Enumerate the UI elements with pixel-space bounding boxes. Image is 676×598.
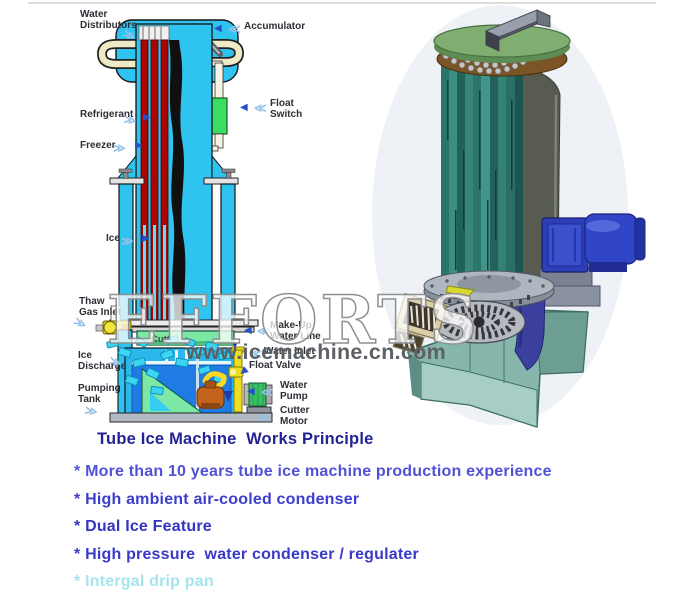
- arrow-left-icon: ◀: [247, 386, 255, 397]
- chevrons-left-icon: ≪: [257, 324, 270, 338]
- feature-item: * High pressure water condenser / regula…: [74, 545, 419, 563]
- label-thaw-gas-inlet: Thaw Gas Inlet: [79, 296, 122, 318]
- top-border-line: [28, 2, 656, 4]
- label-cutter-motor: Cutter Motor: [280, 405, 310, 427]
- arrow-right-icon: ▶: [135, 140, 143, 151]
- arrow-left-icon: ◀: [240, 102, 248, 113]
- arrow-down-icon: ▼: [230, 340, 240, 351]
- label-ice: Ice: [106, 233, 120, 244]
- label-freezer: Freezer: [80, 140, 116, 151]
- label-water-distributors: Water Distributors: [80, 9, 137, 31]
- chevrons-left-icon: ≪: [228, 22, 241, 36]
- label-float-valve: Float Valve: [249, 360, 302, 371]
- feature-item: * Intergal drip pan: [74, 573, 214, 591]
- chevrons-right-icon: ≫: [83, 403, 99, 419]
- chevrons-left-icon: ≪: [261, 385, 274, 399]
- label-make-up-water-line: Make-Up Water Line: [270, 320, 321, 342]
- tube-ice-machine-cross-section-illustration: Cutter: [95, 19, 273, 423]
- arrow-left-icon: ◀: [244, 325, 252, 336]
- page-title: Tube Ice Machine Works Principle: [97, 430, 374, 448]
- feature-list: * More than 10 years tube ice machine pr…: [74, 458, 552, 596]
- feature-item: * More than 10 years tube ice machine pr…: [74, 463, 552, 480]
- cutter-label: Cutter: [151, 334, 179, 345]
- label-accumulator: Accumulator: [244, 21, 306, 32]
- label-float-switch: Float Switch: [270, 98, 303, 120]
- chevrons-right-icon: ≫: [113, 141, 126, 155]
- feature-item: * Dual Ice Feature: [74, 518, 212, 536]
- label-ice-discharge: Ice Discharge: [78, 350, 127, 372]
- chevrons-left-icon: ≪: [258, 410, 271, 424]
- chevrons-right-icon: ≫: [121, 234, 134, 248]
- arrow-right-icon: ▶: [143, 112, 151, 123]
- arrow-right-icon: ▶: [142, 233, 150, 244]
- feature-item: * High ambient air-cooled condenser: [74, 490, 360, 508]
- chevrons-right-icon: ≫: [122, 112, 138, 128]
- label-refrigerant: Refrigerant: [80, 109, 134, 120]
- chevrons-left-icon: ≪: [249, 347, 262, 361]
- label-water-pump: Water Pump: [280, 380, 308, 402]
- tube-ice-machine-3d-render: [372, 5, 646, 428]
- arrow-left-icon: ◀: [214, 23, 222, 34]
- label-water-inlet: Water Inlet: [264, 346, 315, 357]
- label-pumping-tank: Pumping Tank: [78, 383, 121, 405]
- chevrons-left-icon: ≪: [254, 101, 267, 115]
